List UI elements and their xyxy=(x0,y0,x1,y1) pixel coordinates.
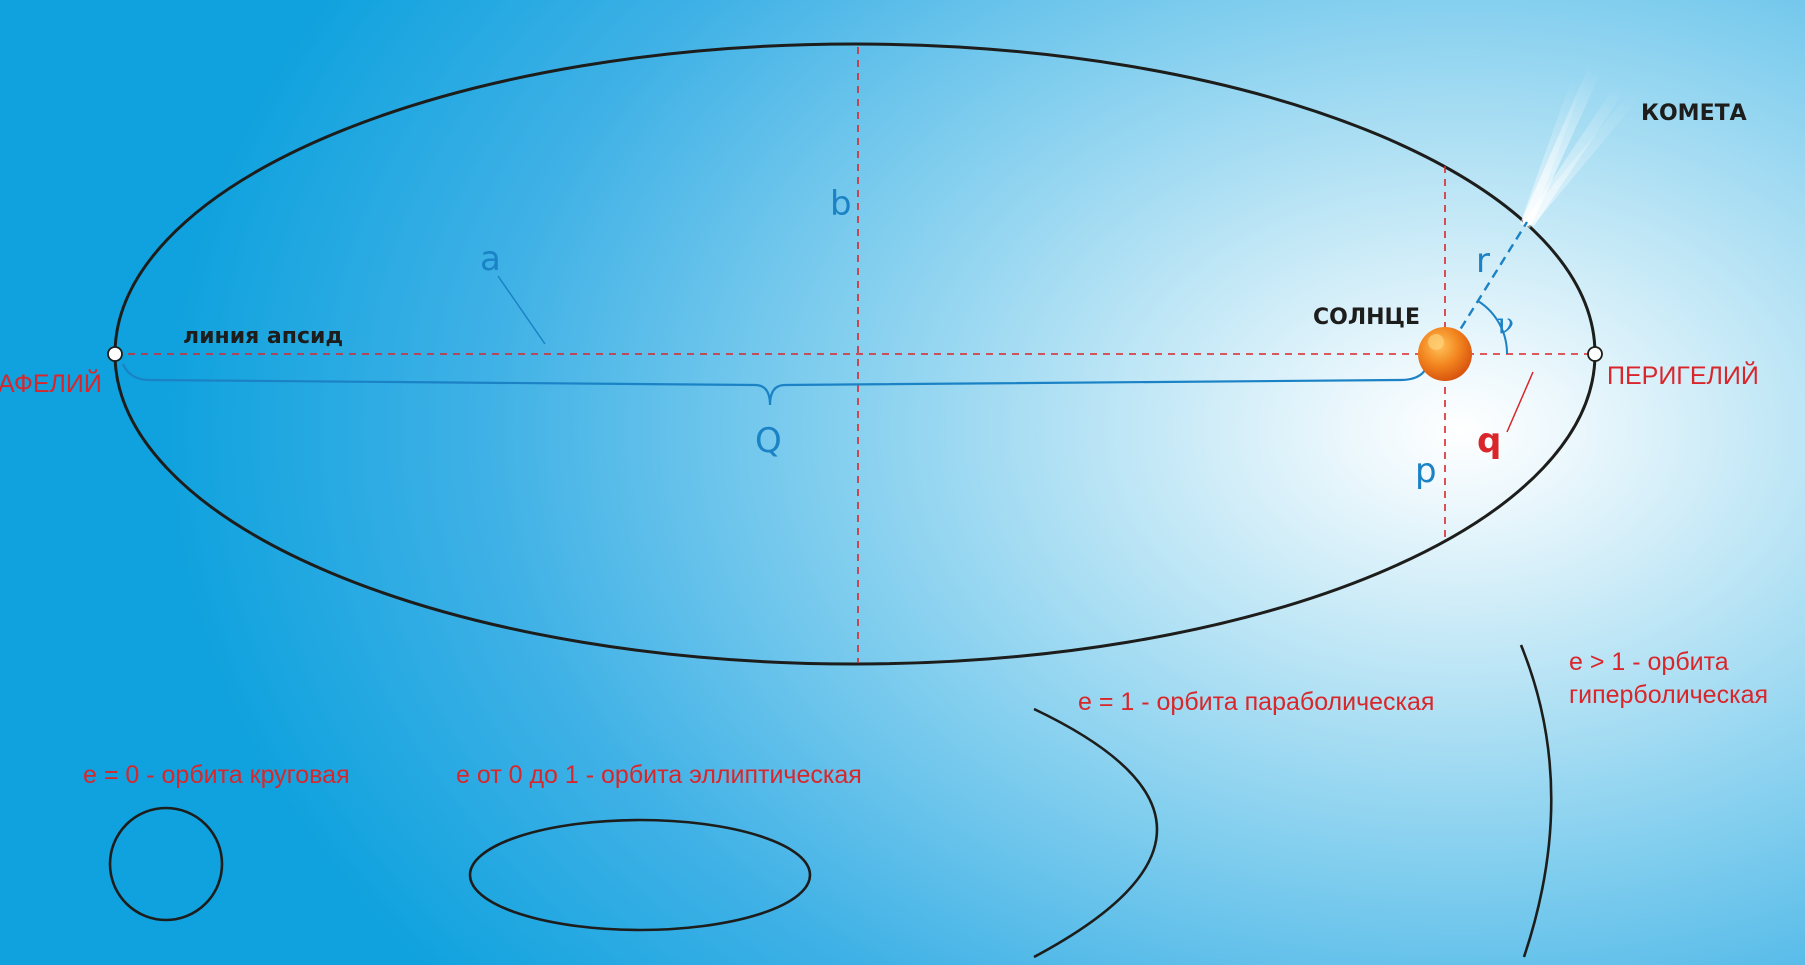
sun xyxy=(1418,327,1472,381)
aphelion-distance-brace xyxy=(121,361,1430,406)
perihelion-distance-pointer xyxy=(1506,371,1534,433)
parabolic-orbit-caption: е = 1 - орбита параболическая xyxy=(1078,688,1434,716)
hyperbolic-orbit-caption-line2: гиперболическая xyxy=(1569,681,1768,709)
hyperbolic-orbit-caption-line1: е > 1 - орбита xyxy=(1569,648,1729,676)
line-of-apsides-label: линия апсид xyxy=(183,324,343,349)
elliptical-orbit-caption: е от 0 до 1 - орбита эллиптическая xyxy=(456,761,862,789)
parabolic-orbit-shape xyxy=(1033,707,1159,959)
semi-major-axis-pointer xyxy=(497,275,546,345)
sun-label: СОЛНЦЕ xyxy=(1313,305,1420,330)
perihelion-distance-label: q xyxy=(1477,421,1501,461)
perihelion-point xyxy=(1587,346,1603,362)
true-anomaly-arc xyxy=(1477,300,1509,355)
sun-glow xyxy=(1428,334,1444,350)
circular-orbit-shape xyxy=(108,806,224,922)
radius-vector-line xyxy=(1443,221,1529,355)
elliptical-orbit-shape xyxy=(468,818,812,932)
comet-tail xyxy=(1520,40,1656,228)
aphelion-label: АФЕЛИЙ xyxy=(0,368,102,398)
semi-major-axis-label: a xyxy=(480,239,501,279)
semi-latus-rectum-label: p xyxy=(1415,451,1437,491)
hyperbolic-orbit-shape xyxy=(1519,644,1553,958)
aphelion-distance-label: Q xyxy=(755,421,782,461)
semi-minor-axis-label: b xyxy=(830,184,852,224)
aphelion-point xyxy=(107,346,123,362)
perihelion-label: ПЕРИГЕЛИЙ xyxy=(1607,360,1759,390)
circular-orbit-caption: e = 0 - орбита круговая xyxy=(83,761,350,789)
true-anomaly-label: ν xyxy=(1497,307,1514,340)
radius-vector-label: r xyxy=(1476,241,1490,281)
comet-label: КОМЕТА xyxy=(1641,101,1747,126)
